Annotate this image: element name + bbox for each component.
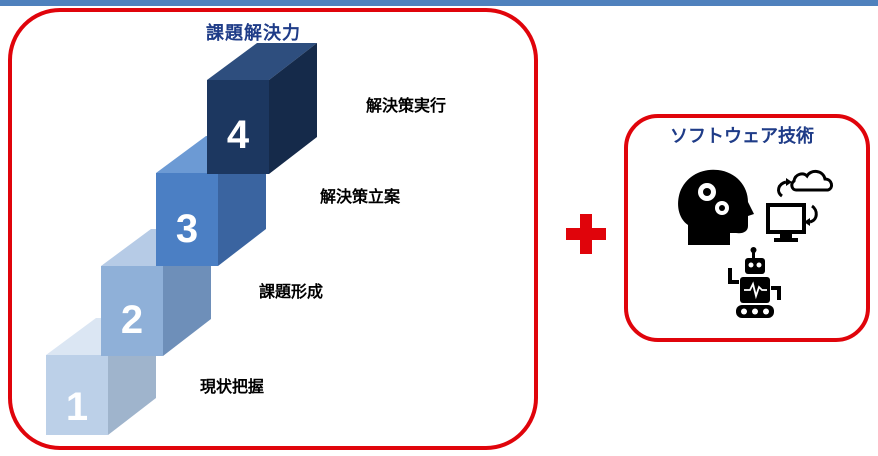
- step-number-4: 4: [227, 113, 250, 157]
- problem-solving-panel: [8, 8, 538, 450]
- step-label-2: 課題形成: [259, 282, 324, 301]
- robot-icon: [728, 247, 781, 318]
- problem-solving-title: 課題解決力: [206, 23, 301, 44]
- cloud-sync-monitor-icon: [766, 170, 834, 242]
- top-accent-bar: [0, 0, 878, 6]
- step-label-1: 現状把握: [200, 377, 265, 396]
- step-label-3: 解決策立案: [320, 187, 401, 206]
- plus-icon: [562, 210, 610, 258]
- step-number-1: 1: [66, 385, 88, 429]
- software-tech-panel: [624, 114, 870, 342]
- software-tech-title: ソフトウェア技術: [670, 126, 814, 147]
- step-cube-4: 4: [207, 43, 317, 174]
- step-label-4: 解決策実行: [366, 96, 447, 115]
- step-number-2: 2: [121, 298, 143, 342]
- step-number-3: 3: [176, 207, 198, 251]
- ai-head-gears-icon: [678, 169, 754, 245]
